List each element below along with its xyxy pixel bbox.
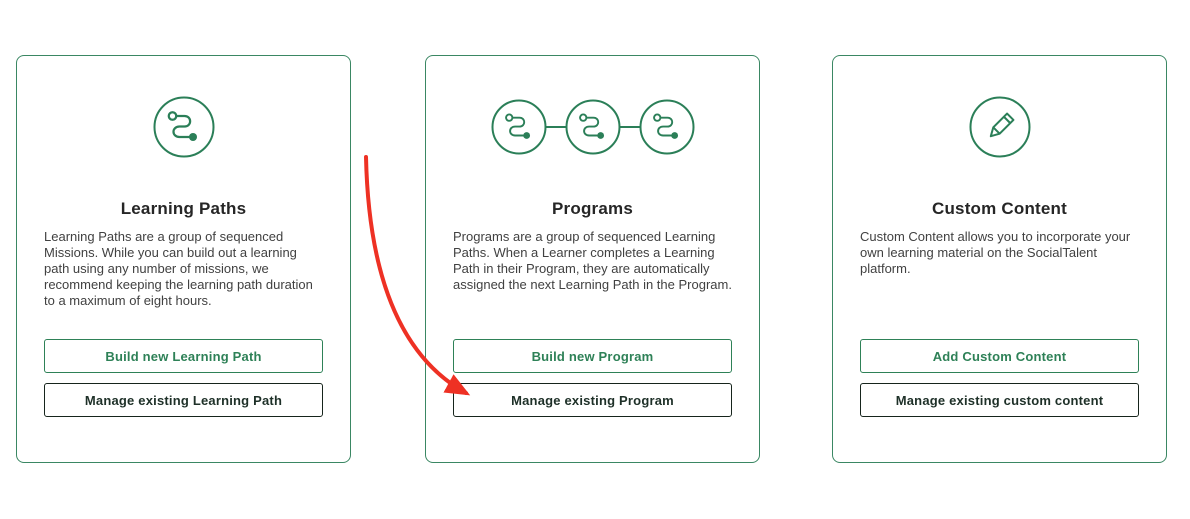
learning-path-route-icon bbox=[17, 96, 350, 158]
pencil-icon bbox=[833, 96, 1166, 158]
programs-card: Programs Programs are a group of sequenc… bbox=[425, 55, 760, 463]
learning-paths-card: Learning Paths Learning Paths are a grou… bbox=[16, 55, 351, 463]
manage-existing-program-button[interactable]: Manage existing Program bbox=[453, 383, 732, 417]
custom-content-card: Custom Content Custom Content allows you… bbox=[832, 55, 1167, 463]
build-new-program-button[interactable]: Build new Program bbox=[453, 339, 732, 373]
card-title: Learning Paths bbox=[120, 199, 247, 218]
program-chained-routes-icon bbox=[426, 96, 759, 158]
card-description: Learning Paths are a group of sequenced … bbox=[44, 229, 313, 308]
build-new-learning-path-button[interactable]: Build new Learning Path bbox=[44, 339, 323, 373]
card-title: Custom Content bbox=[931, 199, 1067, 218]
manage-existing-learning-path-button[interactable]: Manage existing Learning Path bbox=[44, 383, 323, 417]
card-description: Custom Content allows you to incorporate… bbox=[860, 229, 1131, 276]
add-custom-content-button[interactable]: Add Custom Content bbox=[860, 339, 1139, 373]
card-description: Programs are a group of sequenced Learni… bbox=[453, 229, 732, 292]
card-title: Programs bbox=[552, 199, 633, 218]
manage-existing-custom-content-button[interactable]: Manage existing custom content bbox=[860, 383, 1139, 417]
